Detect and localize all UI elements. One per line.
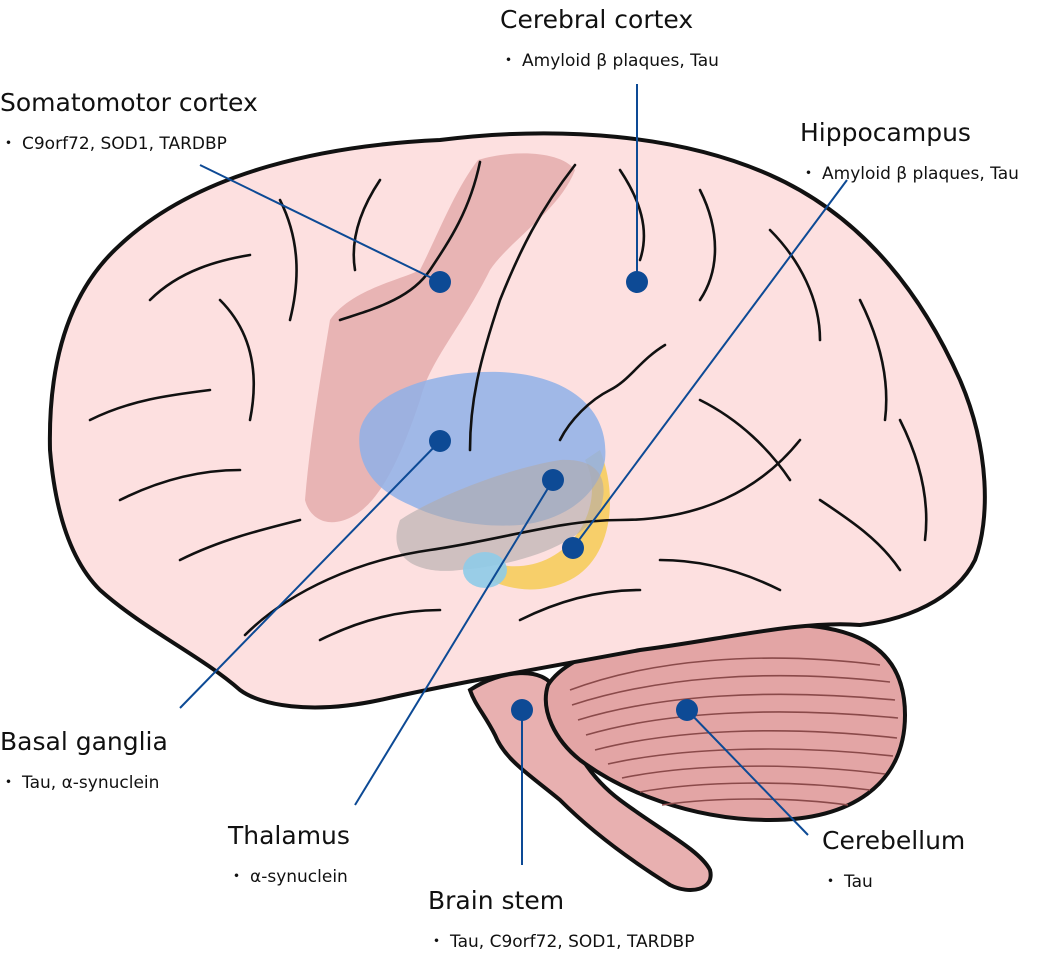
marker-list: Amyloid β plaques, Tau (822, 164, 1019, 184)
label-cerebral-cortex: Cerebral cortex ・Amyloid β plaques, Tau (500, 5, 719, 73)
marker-thalamus (542, 469, 564, 491)
label-title: Hippocampus (800, 118, 971, 147)
leader-basal-ganglia (179, 440, 441, 709)
bullet: ・ (228, 867, 245, 887)
sulci-lines (88, 160, 928, 642)
bullet: ・ (0, 134, 17, 154)
label-title: Cerebral cortex (500, 5, 694, 34)
marker-list: Amyloid β plaques, Tau (522, 51, 719, 71)
marker-list: Tau, α-synuclein (22, 773, 160, 793)
leader-somatomotor-cortex (199, 164, 441, 283)
label-title: Thalamus (228, 821, 350, 850)
markers (429, 271, 698, 721)
leader-hippocampus (572, 179, 848, 549)
label-somatomotor-cortex: Somatomotor cortex ・C9orf72, SOD1, TARDB… (0, 88, 258, 156)
marker-brain-stem (511, 699, 533, 721)
label-markers: ・Tau, α-synuclein (0, 771, 168, 795)
label-markers: ・Amyloid β plaques, Tau (500, 49, 719, 73)
marker-cerebellum (676, 699, 698, 721)
bullet: ・ (822, 872, 839, 892)
leader-lines (179, 84, 848, 865)
marker-list: Tau, C9orf72, SOD1, TARDBP (450, 932, 695, 952)
label-markers: ・α-synuclein (228, 865, 350, 889)
bullet: ・ (800, 164, 817, 184)
label-basal-ganglia: Basal ganglia ・Tau, α-synuclein (0, 727, 168, 795)
label-markers: ・Tau, C9orf72, SOD1, TARDBP (428, 930, 694, 954)
label-markers: ・Amyloid β plaques, Tau (800, 162, 1019, 186)
marker-basal-ganglia (429, 430, 451, 452)
label-markers: ・Tau (822, 870, 965, 894)
leader-cerebellum (686, 709, 809, 836)
label-title: Somatomotor cortex (0, 88, 258, 117)
label-title: Basal ganglia (0, 727, 168, 756)
marker-hippocampus (562, 537, 584, 559)
marker-list: α-synuclein (250, 867, 348, 887)
bullet: ・ (0, 773, 17, 793)
marker-list: Tau (844, 872, 873, 892)
label-cerebellum: Cerebellum ・Tau (822, 826, 965, 894)
label-hippocampus: Hippocampus ・Amyloid β plaques, Tau (800, 118, 1019, 186)
bullet: ・ (428, 932, 445, 952)
label-markers: ・C9orf72, SOD1, TARDBP (0, 132, 258, 156)
marker-list: C9orf72, SOD1, TARDBP (22, 134, 227, 154)
label-title: Brain stem (428, 886, 565, 915)
marker-somatomotor-cortex (429, 271, 451, 293)
label-brain-stem: Brain stem ・Tau, C9orf72, SOD1, TARDBP (428, 886, 694, 954)
leader-thalamus (354, 479, 554, 806)
marker-cerebral-cortex (626, 271, 648, 293)
label-thalamus: Thalamus ・α-synuclein (228, 821, 350, 889)
label-title: Cerebellum (822, 826, 966, 855)
amygdala-shape (463, 552, 507, 588)
bullet: ・ (500, 51, 517, 71)
